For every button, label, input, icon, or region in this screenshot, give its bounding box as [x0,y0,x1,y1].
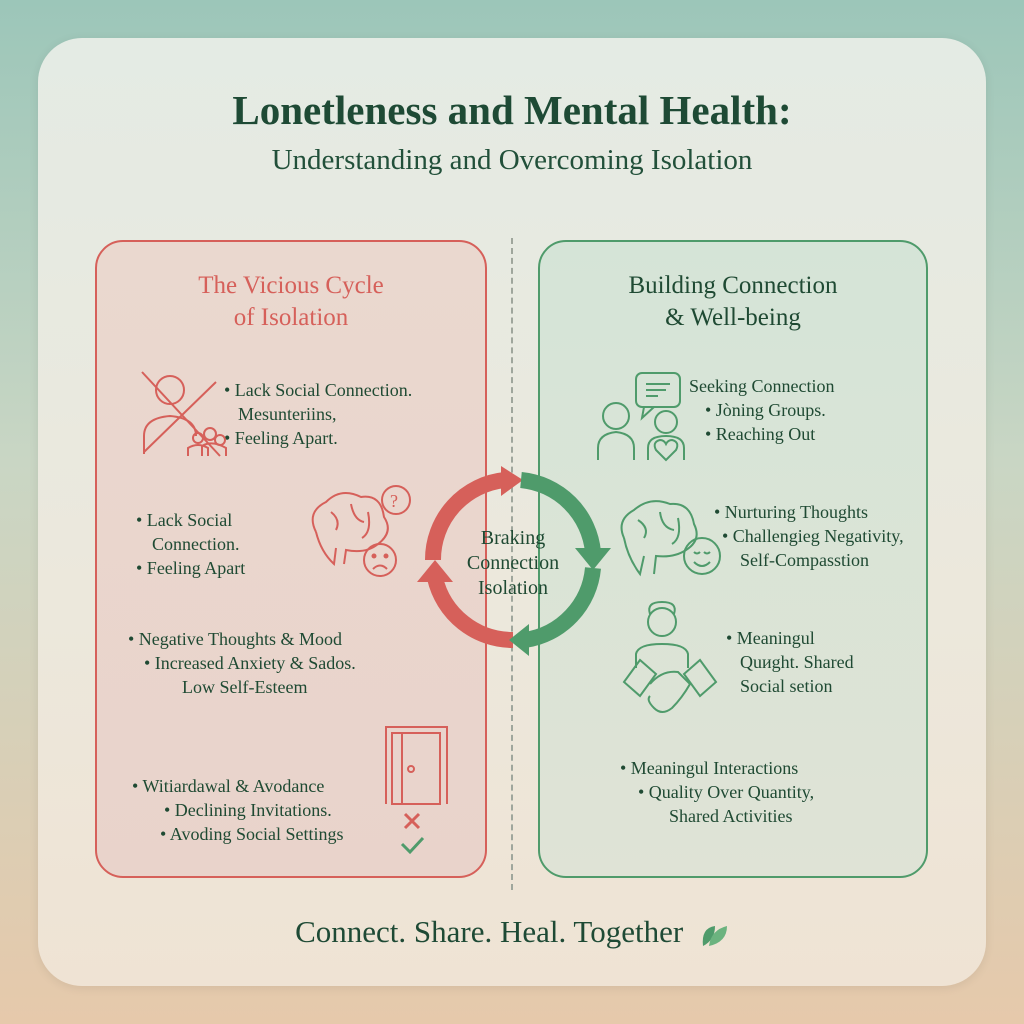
section-line: • Meaningul [726,628,815,648]
page-title: Lonetleness and Mental Health: [232,87,792,133]
section-line: • Lack Social [136,510,233,530]
page-subtitle: Understanding and Overcoming Isolation [271,144,753,176]
left-title-line2: of Isolation [233,304,349,331]
section-line: • Increased Anxiety & Sados. [144,653,356,673]
section-line: • Lack Social Connection. [224,380,413,400]
right-title-line1: Building Connection [628,272,838,299]
center-divider [511,238,513,890]
svg-text:?: ? [390,491,398,511]
center-line: Isolation [478,577,548,599]
section-line: Seeking Connection [689,376,835,396]
red-arrow-top [424,472,507,561]
section-line: Social setion [740,676,833,696]
left-section-2: • Lack Social Connection. • Feeling Apar… [136,508,245,580]
left-title-line1: The Vicious Cycle [198,272,384,299]
left-section-1: • Lack Social Connection. Mesunteriins, … [224,378,412,450]
section-line: Shared Activities [669,806,793,826]
green-arrowhead [575,548,611,570]
leaf-icon [702,925,727,946]
section-line: • Negative Thoughts & Mood [128,629,342,649]
section-line: • Challengieg Negativity, [722,526,904,546]
green-arrow-bottom [523,567,601,648]
section-line: • Meaningul Interactions [620,758,799,778]
section-line: Low Self-Esteem [182,677,308,697]
section-line: • Avoding Social Settings [160,824,344,844]
red-arrowhead [501,466,523,496]
cycle-center-label: Braking Connection Isolation [443,526,583,601]
handshake-icon [622,600,718,713]
red-arrowhead [417,560,453,582]
section-line: Connection. [152,534,240,554]
crossed-out-person-icon [141,371,227,457]
section-line: • Nurturing Thoughts [714,502,868,522]
section-line: • Feeling Apart. [224,428,338,448]
section-line: Mesunteriins, [238,404,337,424]
section-line: • Feeling Apart [136,558,246,578]
section-line: • Reaching Out [705,424,816,444]
section-line: Self-Compasstion [740,550,869,570]
closed-door-icon [385,726,448,855]
section-line: • Jòning Groups. [705,400,826,420]
happy-brain-icon [620,500,721,577]
right-panel-title: Building Connection & Well-being [538,270,928,334]
left-section-4: • Witiardawal & Avodance • Declining Inv… [132,774,343,846]
footer-text: Connect. Share. Heal. Together [295,914,684,949]
red-arrow-bottom [427,575,514,648]
section-line: • Witiardawal & Avodance [132,776,325,796]
right-section-4: • Meaningul Interactions • Quality Over … [620,756,814,828]
vicious-cycle-panel [95,240,487,878]
section-line: Quиght. Shared [740,652,854,672]
section-line: • Declining Invitations. [164,800,332,820]
right-title-line2: & Well-being [665,304,801,331]
section-line: • Quality Over Quantity, [638,782,815,802]
cycle-arrows [417,466,611,656]
building-connection-panel [538,240,928,878]
green-arrow-top [519,472,601,554]
center-line: Braking [480,527,546,549]
center-line: Connection [466,552,560,574]
footer-tagline: Connect. Share. Heal. Together [0,914,1024,950]
left-panel-title: The Vicious Cycle of Isolation [95,270,487,334]
people-chat-heart-icon [597,372,685,462]
left-section-3: • Negative Thoughts & Mood • Increased A… [128,627,356,699]
right-section-1: Seeking Connection • Jòning Groups. • Re… [689,374,834,446]
green-arrowhead [509,624,529,656]
right-section-3: • Meaningul Quиght. Shared Social setion [726,626,854,698]
sad-brain-icon: ? [311,485,411,577]
right-section-2: • Nurturing Thoughts • Challengieg Negat… [714,500,904,572]
